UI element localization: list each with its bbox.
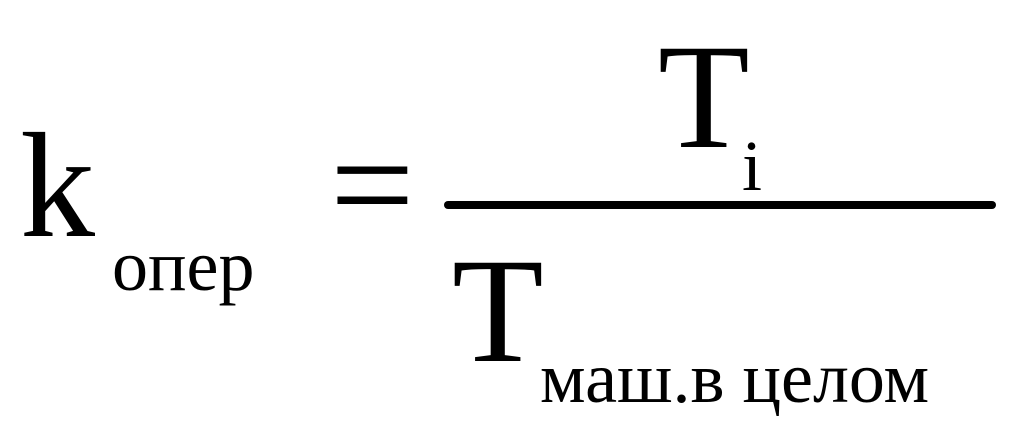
numerator-subscript: i	[742, 126, 763, 206]
equals-sign: =	[330, 102, 415, 268]
numerator-symbol: T	[658, 14, 750, 180]
denominator-subscript: маш.в целом	[540, 338, 930, 418]
lhs-subscript: опер	[112, 226, 255, 306]
lhs-symbol: k	[20, 103, 95, 269]
fraction-bar	[444, 201, 996, 209]
denominator-symbol: T	[452, 228, 544, 394]
